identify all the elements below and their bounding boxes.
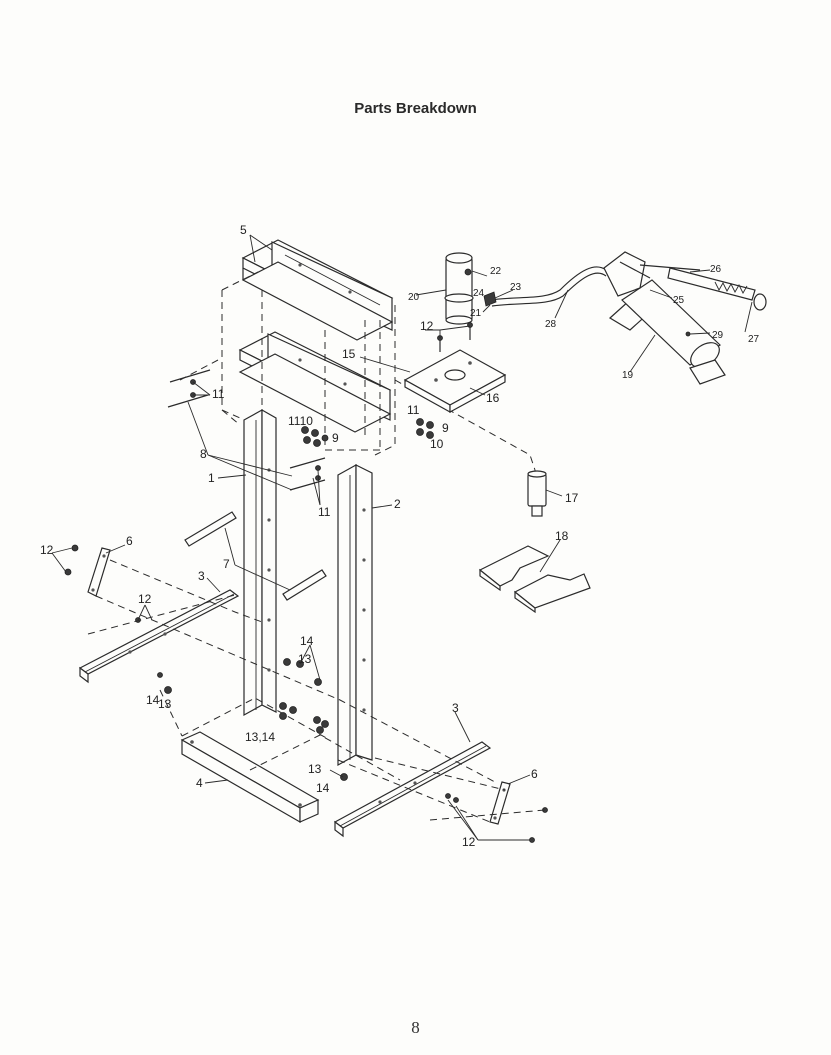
- callout-23: 23: [510, 282, 522, 293]
- base-rail-3-left: [78, 589, 240, 684]
- callout-6-right: 6: [531, 767, 538, 781]
- callout-12-bottom: 12: [462, 835, 476, 849]
- callout-16: 16: [486, 391, 500, 405]
- page-number: 8: [411, 1018, 420, 1037]
- callout-14-mid: 14: [300, 634, 314, 648]
- callout-13-14: 13,14: [245, 730, 275, 744]
- stand-6-left: [87, 547, 111, 597]
- base-4: [180, 697, 401, 824]
- callout-9-right: 9: [442, 421, 449, 435]
- callout-29: 29: [712, 330, 724, 341]
- callout-15: 15: [342, 347, 356, 361]
- callout-25: 25: [673, 295, 685, 306]
- upper-crossmember: [241, 239, 394, 341]
- upright-1: [243, 408, 277, 717]
- washer-cluster-left: [301, 426, 329, 447]
- callout-22: 22: [490, 266, 502, 277]
- callout-13-left: 13: [158, 697, 172, 711]
- extension-17: [527, 470, 547, 517]
- callout-18: 18: [555, 529, 569, 543]
- callout-7: 7: [223, 557, 230, 571]
- page-title: Parts Breakdown: [354, 100, 477, 117]
- bolts-8: [167, 369, 326, 491]
- callout-3-left: 3: [198, 569, 205, 583]
- callout-27: 27: [748, 334, 760, 345]
- callout-5: 5: [240, 223, 247, 237]
- callout-6-left: 6: [126, 534, 133, 548]
- callout-28: 28: [545, 319, 557, 330]
- callout-4: 4: [196, 776, 203, 790]
- hose-28: [483, 266, 607, 307]
- callout-1110: 1110: [288, 414, 313, 428]
- callout-14-lower: 14: [316, 781, 330, 795]
- bolts-12: [64, 544, 548, 843]
- callout-9-left: 9: [332, 431, 339, 445]
- callout-2: 2: [394, 497, 401, 511]
- callout-13-lower: 13: [308, 762, 322, 776]
- callout-1: 1: [208, 471, 215, 485]
- callout-13-mid: 13: [298, 652, 312, 666]
- pins-7: [184, 511, 327, 601]
- alignment-dashes: [87, 559, 546, 823]
- frame-dashed-outline: [179, 271, 536, 471]
- callout-21: 21: [470, 308, 482, 319]
- callout-26: 26: [710, 264, 722, 275]
- callout-10: 10: [430, 437, 444, 451]
- callout-19: 19: [622, 370, 634, 381]
- leader-lines: [51, 234, 753, 841]
- ram-20: [444, 252, 474, 325]
- washer-cluster-right: [416, 418, 434, 439]
- callout-8: 8: [200, 447, 207, 461]
- callout-20: 20: [408, 292, 420, 303]
- pump-19: [603, 251, 767, 385]
- callout-17: 17: [565, 491, 579, 505]
- callout-labels: 5 20 22 24 23 21 26 25 27 28 29 19 12 15…: [40, 223, 760, 849]
- upright-2: [337, 463, 373, 767]
- callout-3-right: 3: [452, 701, 459, 715]
- base-rail-3-right: [333, 741, 492, 838]
- v-blocks-18: [478, 545, 591, 614]
- nut-cluster-center: [157, 658, 348, 781]
- callout-12-left: 12: [40, 543, 54, 557]
- ram-plate-16: [403, 322, 507, 414]
- callout-11-right: 11: [407, 403, 420, 417]
- lower-crossmember: [238, 331, 392, 433]
- stand-6-right: [489, 781, 511, 825]
- callout-14-left: 14: [146, 693, 160, 707]
- callout-11-top: 11: [212, 387, 225, 401]
- callout-12-mid: 12: [138, 592, 152, 606]
- callout-12-top: 12: [420, 319, 434, 333]
- callout-24: 24: [473, 288, 485, 299]
- callout-11-mid: 11: [318, 505, 331, 519]
